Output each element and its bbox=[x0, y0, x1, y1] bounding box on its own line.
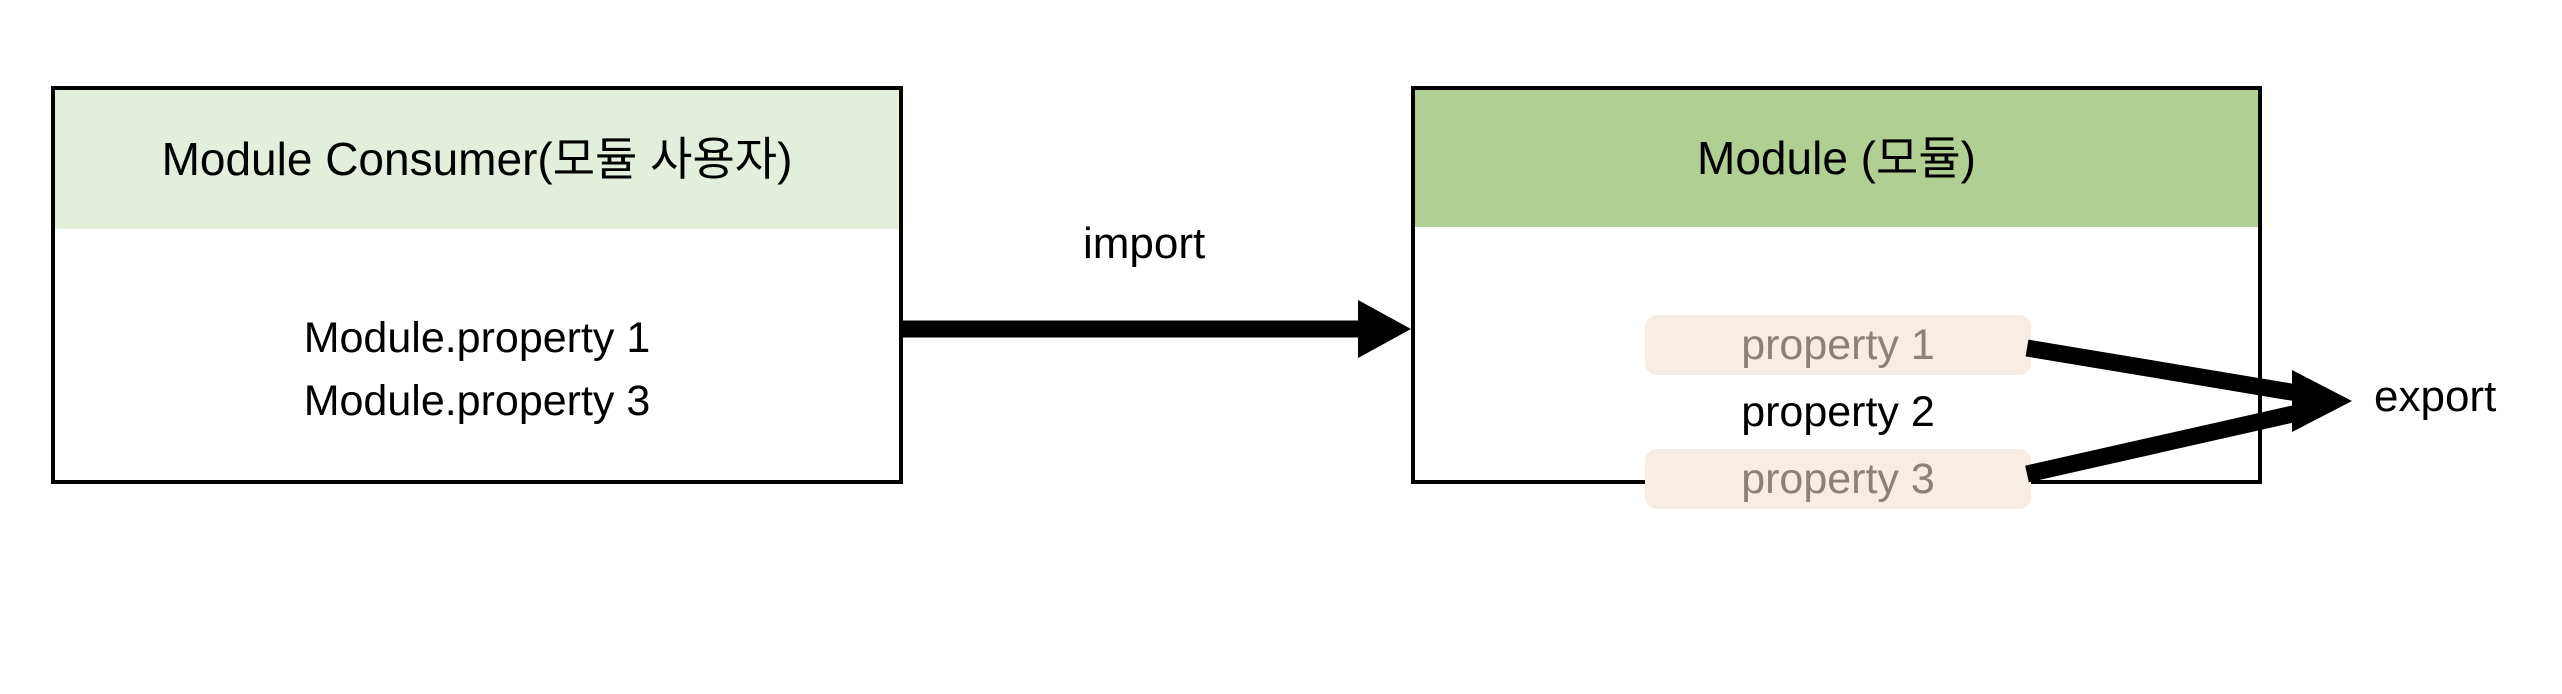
export-arrow-head bbox=[2292, 370, 2352, 432]
import-arrow bbox=[903, 300, 1411, 358]
module-property-list: property 1 property 2 property 3 bbox=[1645, 315, 2031, 509]
module-body: property 1 property 2 property 3 bbox=[1415, 227, 2258, 509]
module-title: Module (모듈) bbox=[1697, 131, 1976, 184]
property-spacer-b bbox=[1645, 442, 2031, 449]
consumer-usage-line-1: Module.property 1 bbox=[303, 314, 651, 362]
module-consumer-body: Module.property 1 Module.property 3 bbox=[55, 229, 899, 480]
module-property-row-1: property 1 bbox=[1645, 315, 2031, 375]
module-consumer-box: Module Consumer(모듈 사용자) Module.property … bbox=[51, 86, 903, 484]
module-property-row-2: property 2 bbox=[1645, 382, 2031, 442]
import-arrow-head bbox=[1358, 300, 1411, 358]
property-spacer-a bbox=[1645, 375, 2031, 382]
module-consumer-title: Module Consumer(모듈 사용자) bbox=[161, 132, 793, 185]
import-edge-label: import bbox=[1083, 219, 1206, 268]
module-property-row-3: property 3 bbox=[1645, 449, 2031, 509]
module-consumer-header: Module Consumer(모듈 사용자) bbox=[55, 90, 899, 229]
module-property-label-2: property 2 bbox=[1741, 387, 1935, 436]
module-box: Module (모듈) property 1 property 2 proper… bbox=[1411, 86, 2262, 509]
module-property-label-3: property 3 bbox=[1741, 454, 1935, 503]
consumer-usage-line-2: Module.property 3 bbox=[303, 376, 651, 425]
module-header: Module (모듈) bbox=[1415, 90, 2258, 227]
module-property-label-1: property 1 bbox=[1741, 320, 1935, 369]
export-edge-label: export bbox=[2374, 372, 2497, 421]
